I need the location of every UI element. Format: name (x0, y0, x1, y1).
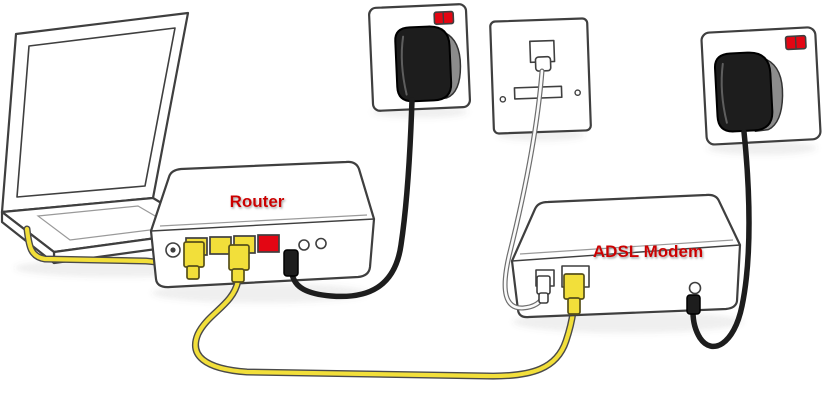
router (149, 160, 376, 289)
plug-right-body (714, 51, 774, 133)
rj45-connector-modem-cable-body (228, 244, 250, 271)
uk-power-socket-left (368, 3, 472, 112)
rj45-connector-laptop-cable-boot (186, 265, 200, 280)
power-cable-right-socket-to-modem (686, 129, 752, 350)
router-label: Router (230, 192, 285, 211)
phone-cable-socket-to-modem (502, 68, 551, 311)
router-connectors (183, 241, 299, 283)
rj45-connector-laptop-cable-body (183, 241, 205, 268)
modem-ethernet-connector (563, 273, 585, 315)
router-button-1 (298, 239, 310, 251)
modem-label: ADSL Modem (593, 242, 703, 261)
power-cable-left-socket-to-router (289, 97, 415, 300)
ethernet-cable-router-to-modem (192, 277, 577, 380)
uk-power-socket-right (700, 26, 822, 146)
modem-top-bevel (519, 239, 734, 255)
laptop (0, 11, 210, 265)
socket-right-switch-line (794, 36, 797, 50)
router-front-top-edge (150, 218, 375, 232)
modem-front-top-edge (511, 244, 741, 262)
router-power-connector (283, 249, 299, 277)
socket-left-switch-line (442, 11, 445, 24)
plug-left-body (394, 25, 453, 103)
rj45-connector-modem-boot (567, 297, 581, 315)
plug-right-highlight (720, 62, 728, 124)
rj45-connector-modem-cable-boot (231, 268, 245, 283)
phone-connector-modem-boot (538, 292, 549, 304)
router-button-2 (315, 237, 327, 250)
rj45-connector-modem-body (563, 273, 585, 300)
phone-socket-screw-left (499, 96, 507, 103)
modem-power-connector (686, 294, 701, 315)
modem-power-port (688, 281, 702, 295)
router-lan-port-2 (209, 236, 232, 255)
router-round-port-pin (170, 247, 176, 253)
phone-connector-modem-body (536, 275, 551, 295)
plug-left-highlight (400, 35, 408, 96)
phone-socket-screw-right (574, 89, 581, 96)
router-top-bevel (159, 214, 368, 227)
router-shadow (152, 283, 368, 303)
laptop-screen (16, 27, 176, 198)
router-wan-port (257, 234, 280, 253)
